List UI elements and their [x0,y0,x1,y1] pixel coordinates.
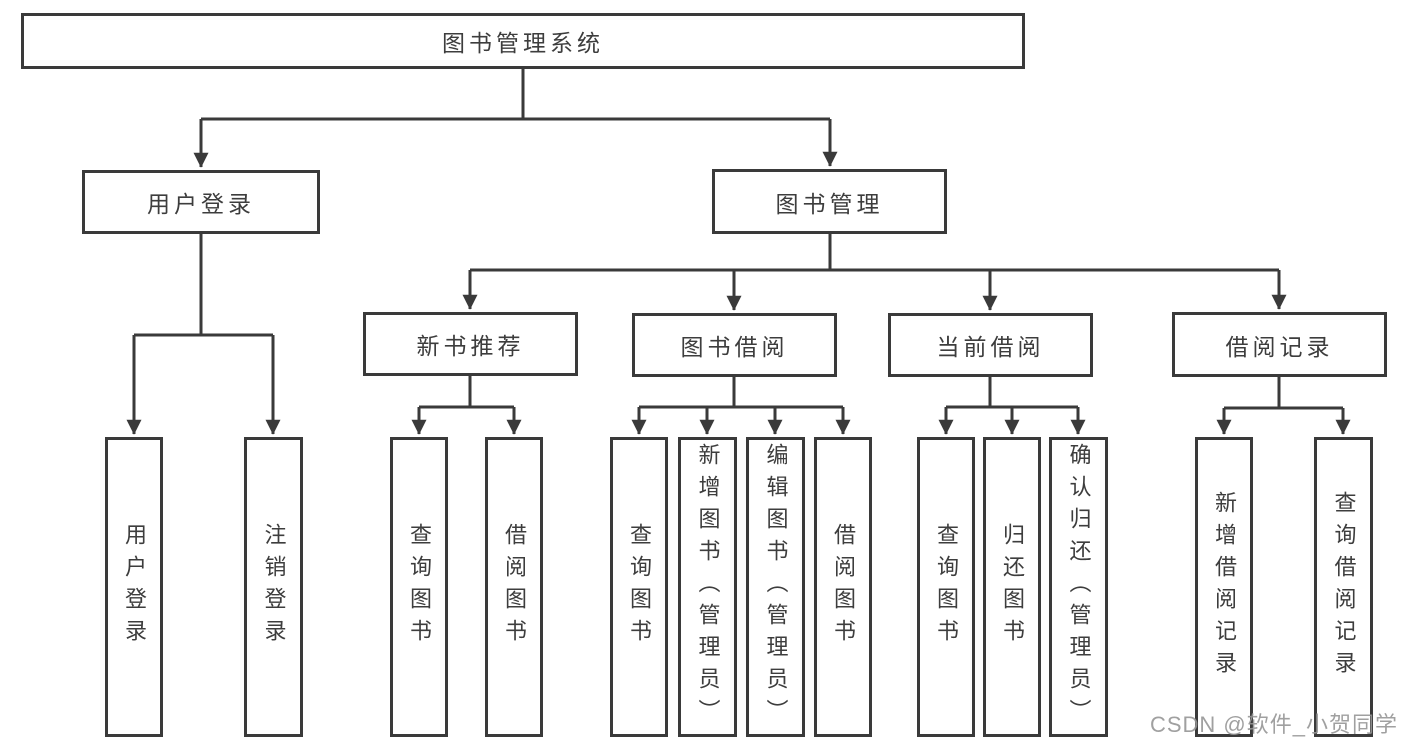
node-borrow-records: 借阅记录 [1172,312,1387,377]
leaf-add-book-admin: 新增图书（管理员） [678,437,737,737]
node-label: 确认归还（管理员） [1066,443,1092,731]
node-label: 图书管理系统 [442,30,604,56]
node-label: 借阅图书 [502,523,527,651]
leaf-return-book: 归还图书 [983,437,1041,737]
node-label: 当前借阅 [936,334,1045,360]
node-book-borrow: 图书借阅 [632,313,837,377]
node-label: 图书借阅 [680,334,789,360]
node-label: 查询图书 [934,523,959,651]
leaf-add-borrow-record: 新增借阅记录 [1195,437,1253,737]
node-label: 注销登录 [261,523,287,651]
node-label: 编辑图书（管理员） [763,443,789,731]
node-label: 借阅图书 [831,523,856,651]
node-label: 用户登录 [147,191,255,217]
leaf-borrow-book: 借阅图书 [814,437,872,737]
leaf-edit-book-admin: 编辑图书（管理员） [746,437,805,737]
node-current-borrow: 当前借阅 [888,313,1093,377]
leaf-logout: 注销登录 [244,437,303,737]
leaf-query-book: 查询图书 [390,437,448,737]
node-label: 查询图书 [627,523,652,651]
node-label: 用户登录 [122,523,147,651]
leaf-query-borrow-record: 查询借阅记录 [1314,437,1373,737]
node-label: 图书管理 [775,190,884,217]
node-label: 新增图书（管理员） [695,443,721,731]
leaf-query-book: 查询图书 [610,437,668,737]
node-book-management: 图书管理 [712,169,947,234]
node-root-system: 图书管理系统 [21,13,1025,69]
node-label: 归还图书 [1000,523,1025,651]
leaf-user-login: 用户登录 [105,437,163,737]
node-label: 查询图书 [407,523,432,651]
node-label: 新书推荐 [416,333,525,359]
leaf-borrow-book: 借阅图书 [485,437,543,737]
leaf-query-book: 查询图书 [917,437,975,737]
node-label: 新增借阅记录 [1212,491,1237,683]
node-new-book-recommend: 新书推荐 [363,312,578,376]
node-label: 查询借阅记录 [1331,491,1357,683]
node-label: 借阅记录 [1225,333,1334,360]
leaf-confirm-return-admin: 确认归还（管理员） [1049,437,1108,737]
node-user-login: 用户登录 [82,170,320,234]
csdn-watermark: CSDN @软件_小贺同学 [1149,712,1398,737]
